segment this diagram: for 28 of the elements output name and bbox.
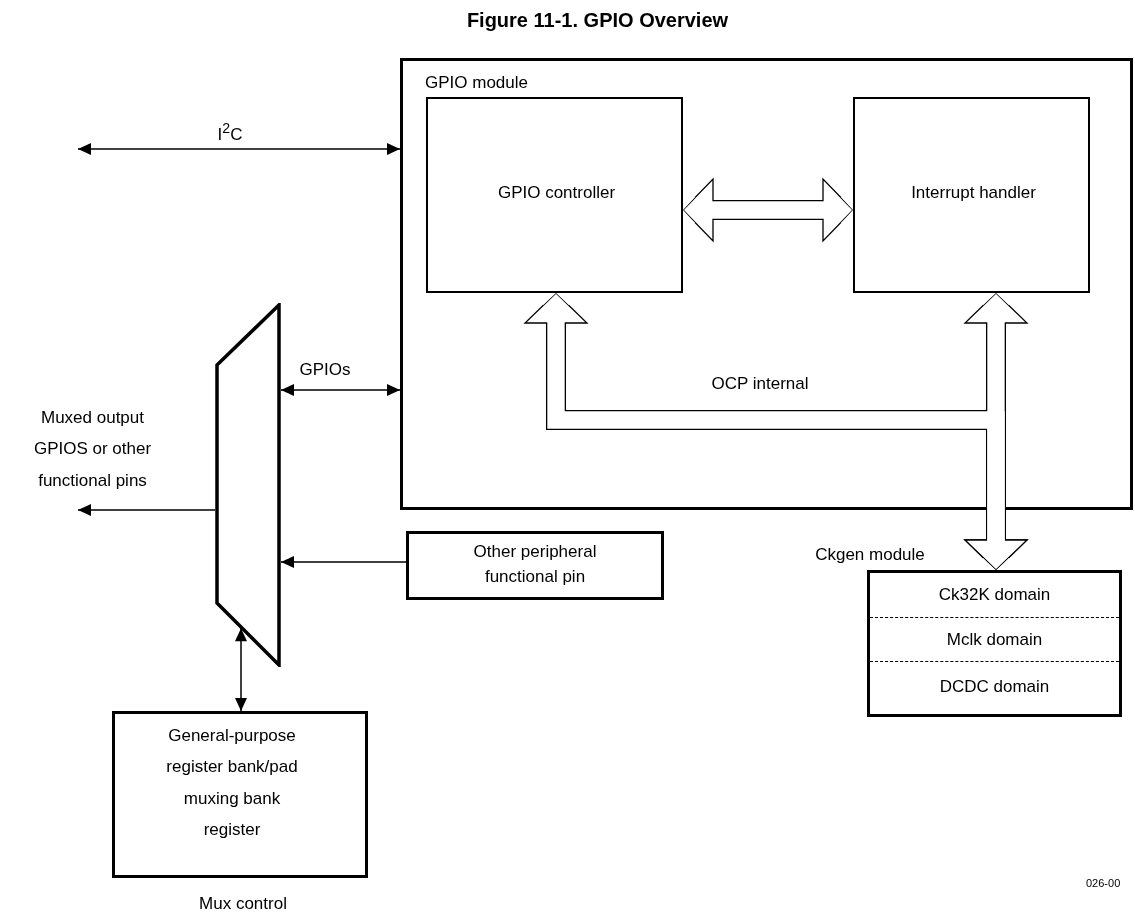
block-box	[406, 531, 664, 600]
edge-label: I$^{2}$C	[216, 119, 244, 146]
block-label: Interrupt handler	[910, 182, 1037, 204]
block-label: General-purpose register bank/pad muxing bank register	[165, 725, 299, 842]
bus-arrow	[682, 178, 854, 242]
arrow	[280, 556, 407, 568]
arrow	[77, 504, 216, 516]
multiplexer-trapezoid	[215, 303, 281, 667]
module-label: Ckgen module	[814, 544, 926, 566]
module-box	[400, 58, 1133, 510]
block-box	[853, 97, 1090, 293]
block-label: GPIO controller	[496, 182, 617, 204]
arrow	[280, 384, 401, 396]
module-label: GPIO module	[425, 72, 529, 94]
output-label: Muxed output GPIOS or other functional pins	[32, 407, 153, 492]
block-label: Other peripheral functional pin	[472, 541, 598, 588]
domain-label: Ck32K domain	[937, 584, 1052, 606]
figure-title: Figure 11-1. GPIO Overview	[465, 8, 730, 33]
edge-label: GPIOs	[298, 359, 352, 381]
arrow	[235, 627, 247, 712]
edge-label: OCP internal	[710, 373, 810, 395]
bus-arrow	[964, 292, 1028, 571]
domain-label: DCDC domain	[870, 661, 1119, 711]
figure-id: 026-00	[1086, 876, 1122, 891]
domain-label: Mclk domain	[870, 617, 1119, 661]
arrow	[77, 143, 401, 155]
caption-label: Mux control	[198, 893, 288, 913]
block-box	[426, 97, 683, 293]
